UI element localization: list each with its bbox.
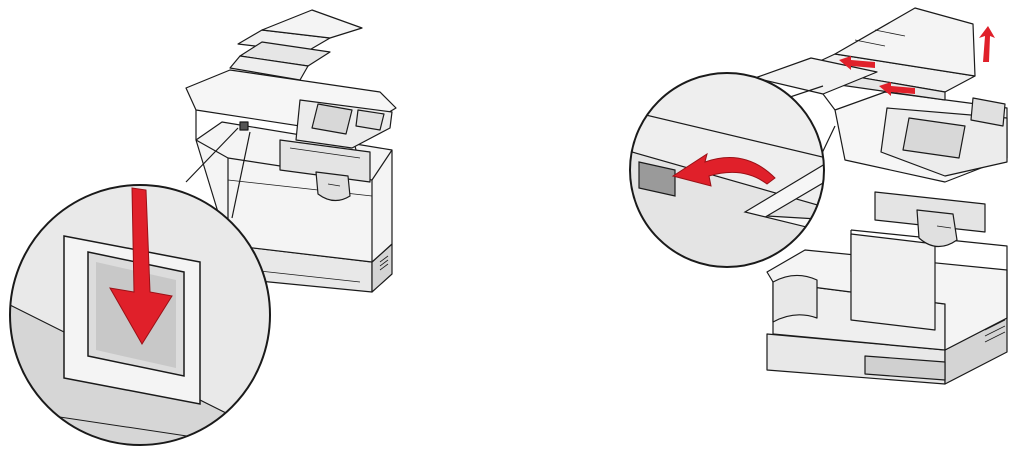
adf-detail-magnifier — [625, 70, 835, 270]
printer-power-switch-illustration — [0, 0, 505, 450]
adf-tray-illustration — [505, 0, 1010, 450]
up-arrow-icon — [979, 26, 995, 62]
right-illustration-panel — [505, 0, 1010, 450]
left-illustration-panel — [0, 0, 505, 450]
